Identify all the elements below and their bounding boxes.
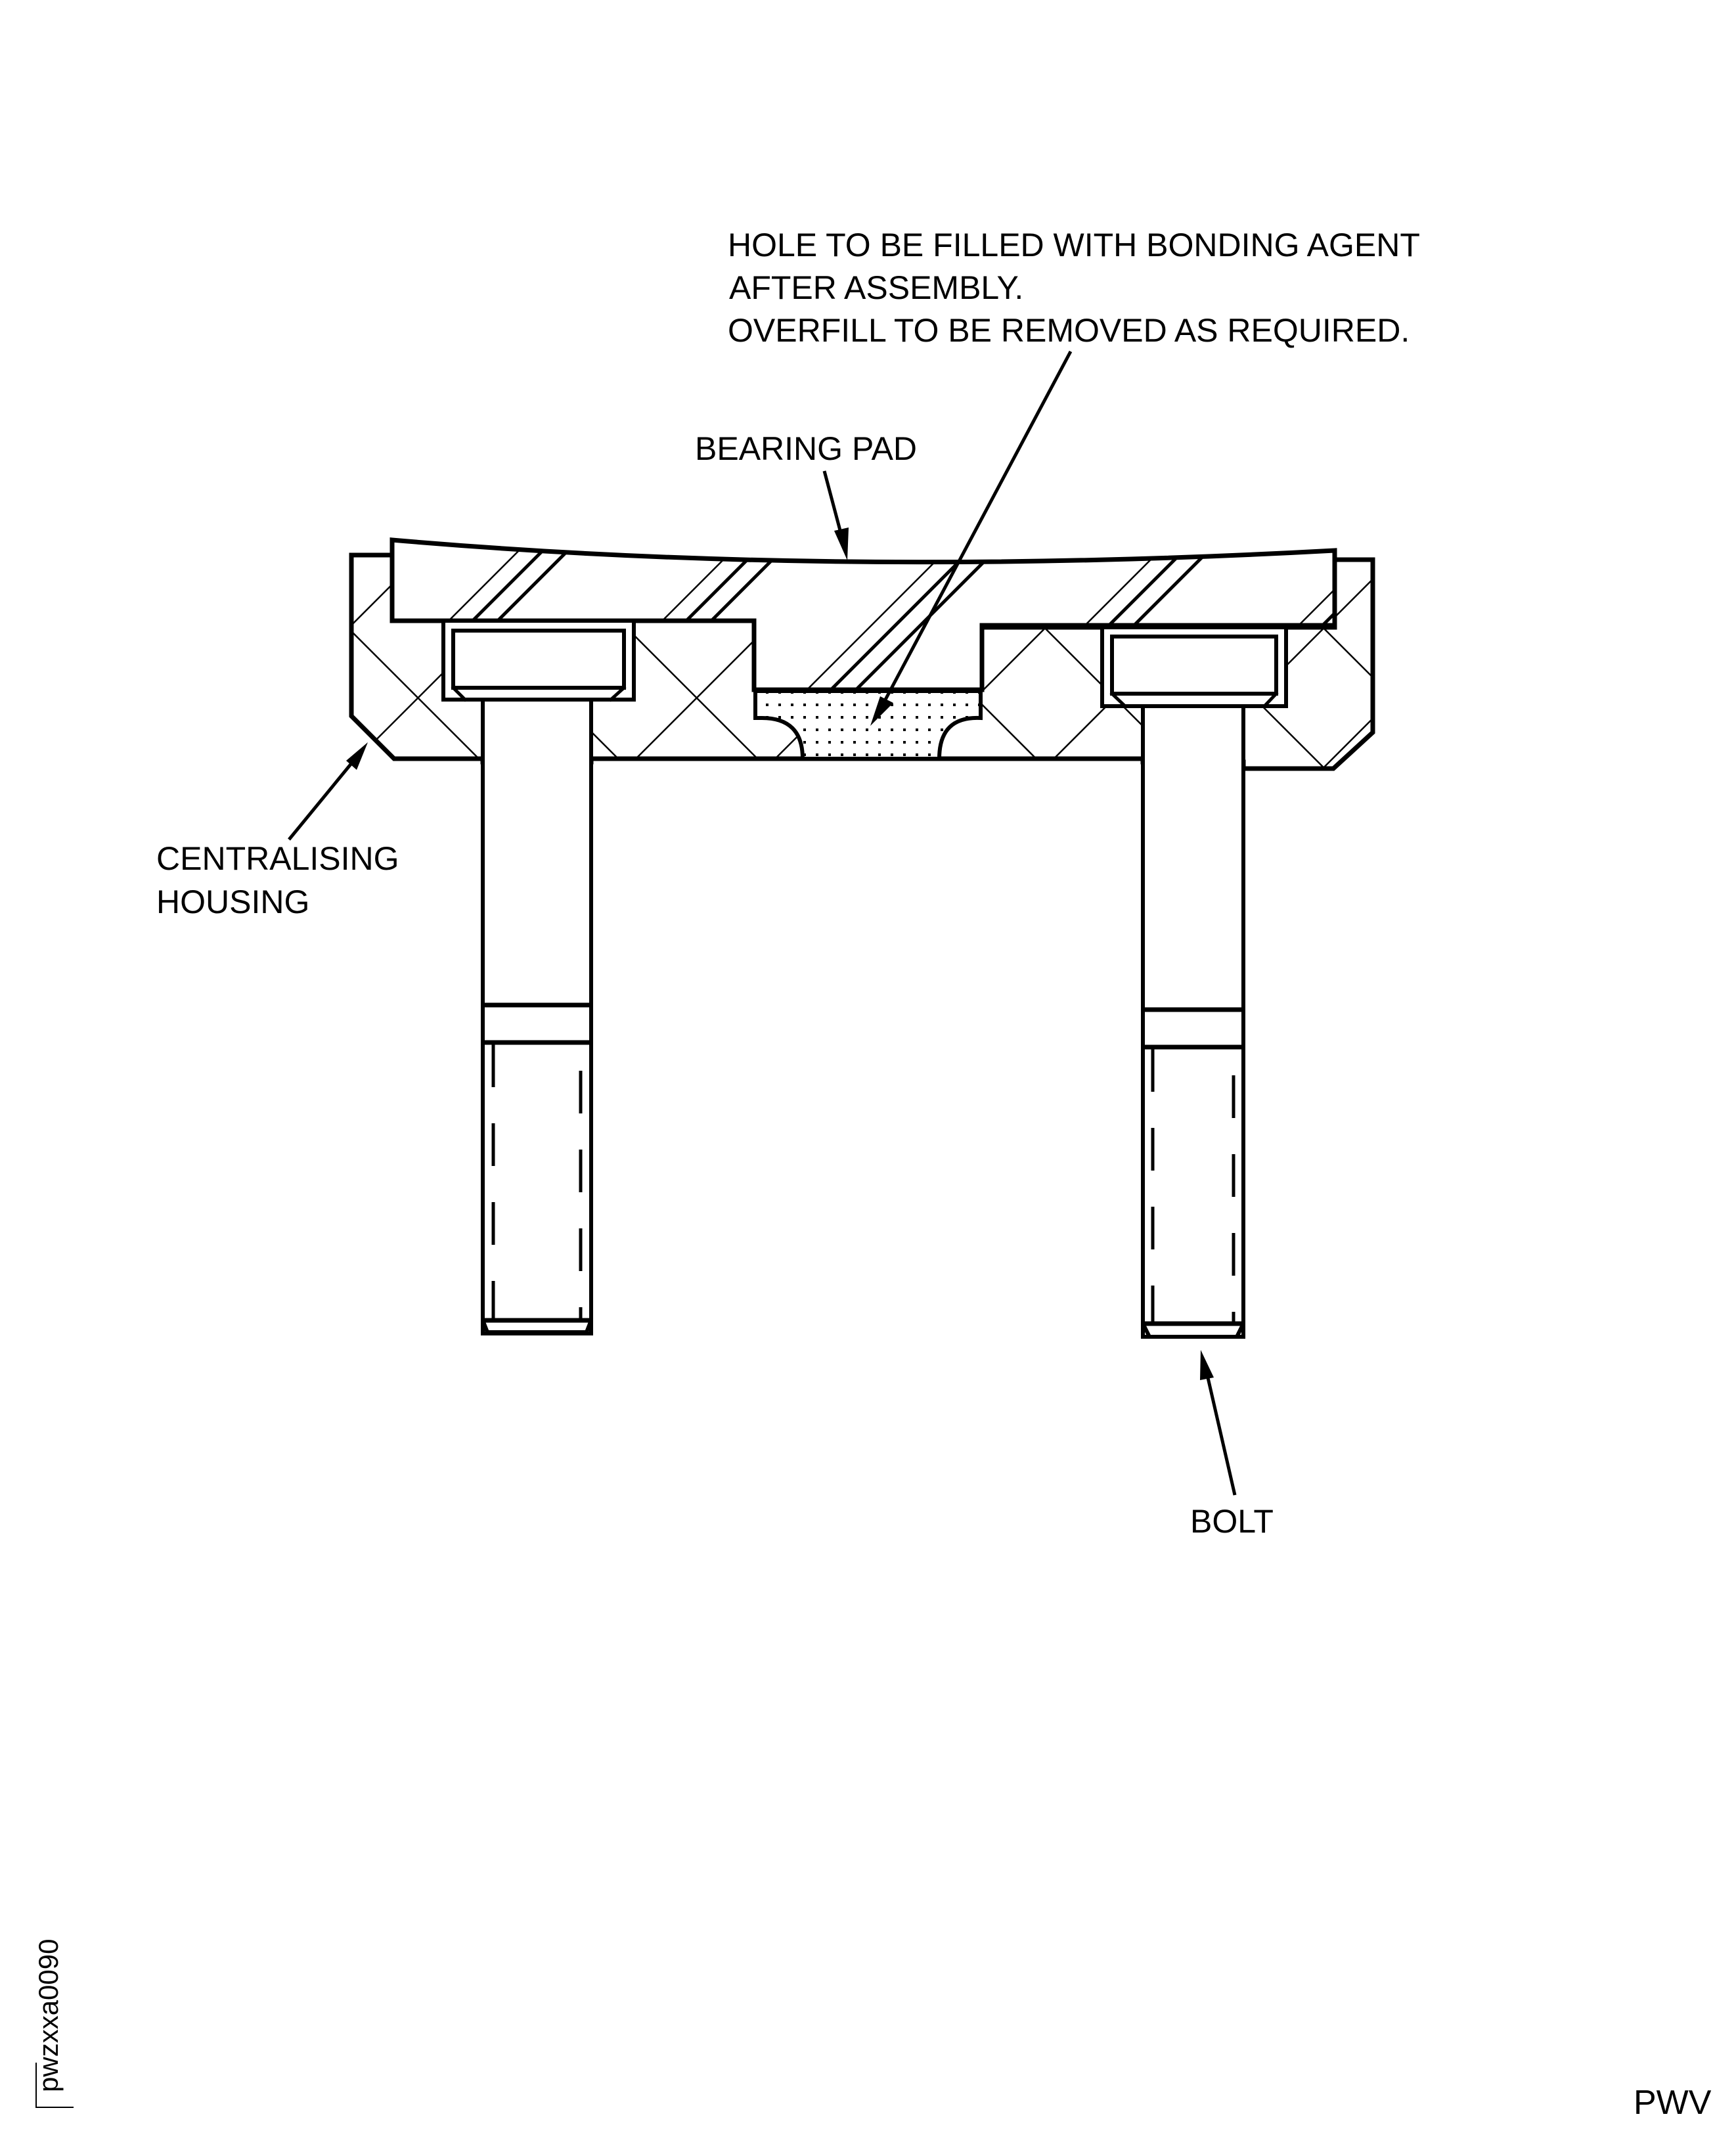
bonding-note-line-3: OVERFILL TO BE REMOVED AS REQUIRED. xyxy=(728,312,1410,349)
drawing-id-block: pwzxxa0090 xyxy=(33,1939,74,2108)
bearing-pad-leader xyxy=(822,470,849,560)
bonding-agent-fill xyxy=(753,689,983,761)
bearing-pad-label: BEARING PAD xyxy=(695,430,917,467)
bolt-leader xyxy=(1200,1350,1237,1496)
bonding-note-leader xyxy=(870,350,1073,726)
right-bolt xyxy=(1100,625,1288,1339)
centralising-housing-label-line-2: HOUSING xyxy=(156,884,309,920)
bearing-pad xyxy=(389,537,1337,692)
source-code: PWV xyxy=(1634,2084,1712,2122)
drawing-id: pwzxxa0090 xyxy=(33,1939,64,2092)
left-bolt xyxy=(441,619,636,1335)
bolt-label: BOLT xyxy=(1190,1503,1274,1540)
centralising-housing-label-line-1: CENTRALISING xyxy=(156,840,399,877)
bonding-note-line-1: HOLE TO BE FILLED WITH BONDING AGENT xyxy=(728,227,1420,263)
bonding-note-line-2: AFTER ASSEMBLY. xyxy=(729,269,1023,306)
centralising-housing-leader xyxy=(288,742,368,841)
